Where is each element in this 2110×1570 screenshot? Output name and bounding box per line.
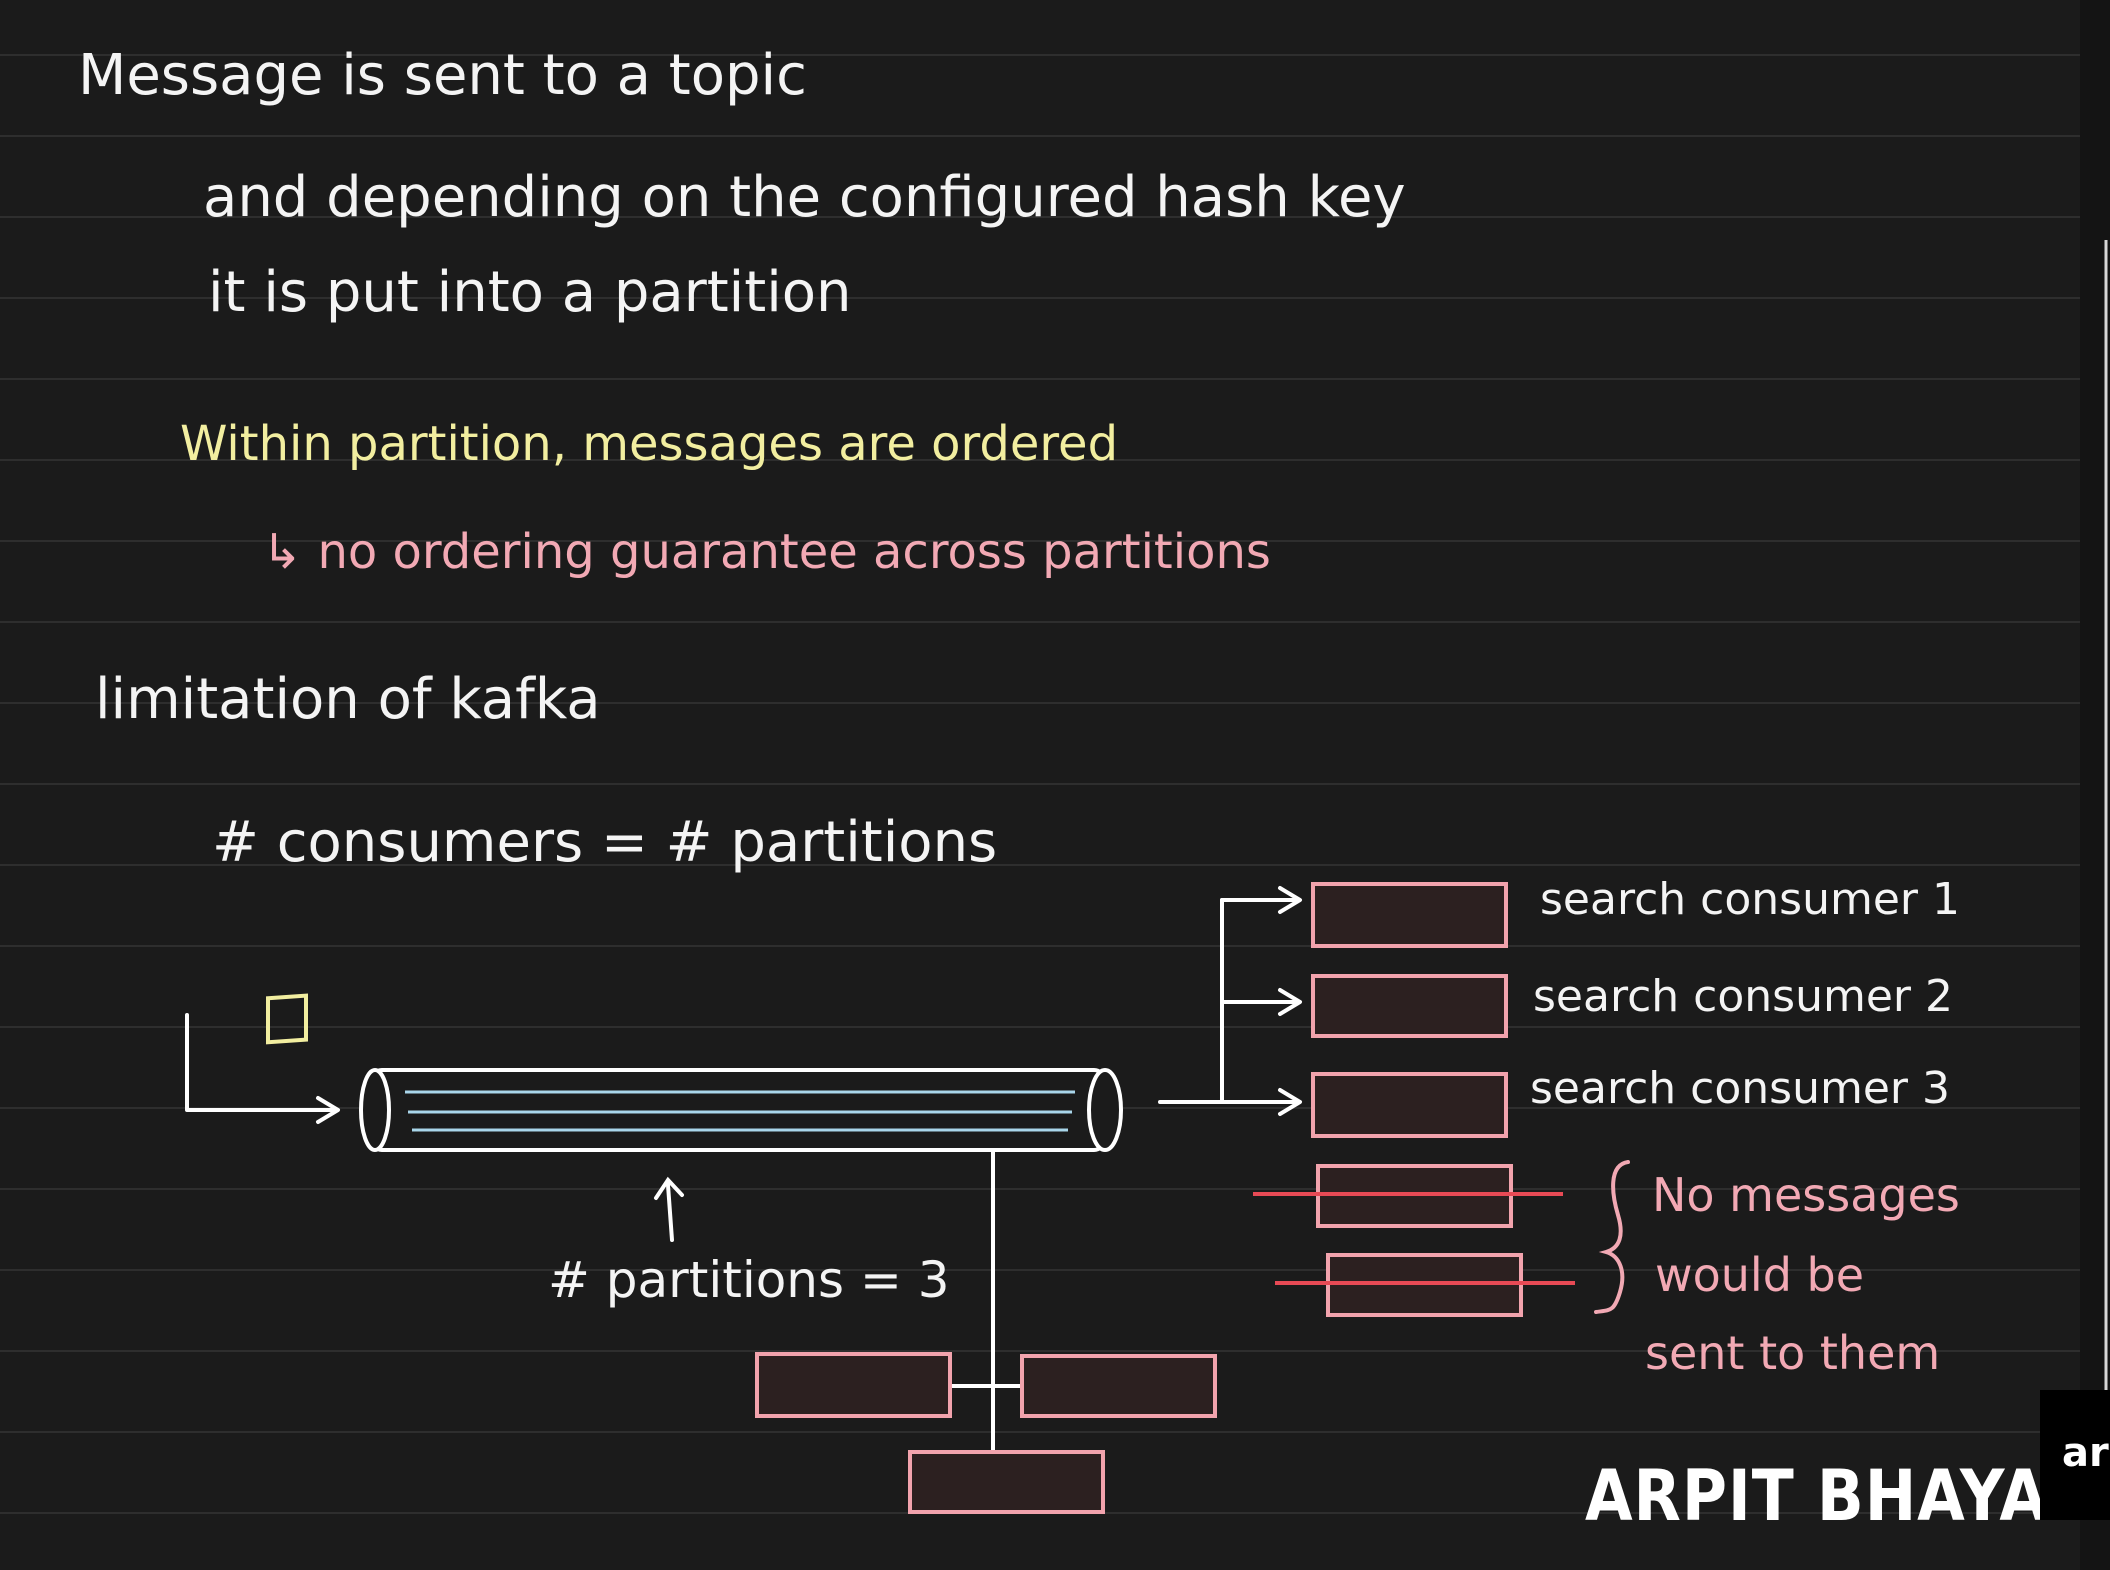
consumer-label-2: search consumer 2: [1533, 971, 1953, 1022]
consumer-label-1: search consumer 1: [1540, 874, 1960, 925]
note-line-1: Message is sent to a topic: [78, 43, 807, 108]
lower-consumer-box-right: [1020, 1354, 1217, 1418]
consumer-fanout-arrows: [1158, 886, 1302, 1116]
partition-count-arrow: [654, 1176, 684, 1242]
note-line-3: it is put into a partition: [208, 260, 852, 325]
producer-arrow: [185, 1013, 340, 1124]
ordering-note: Within partition, messages are ordered: [180, 416, 1119, 472]
partition-count-label: # partitions = 3: [548, 1251, 950, 1309]
note-line-2: and depending on the configured hash key: [203, 165, 1406, 230]
consumer-box-3: [1311, 1072, 1508, 1138]
limitation-heading: limitation of kafka: [95, 667, 601, 732]
lower-consumer-box-left: [755, 1352, 952, 1418]
idle-consumer-box-1: [1253, 1164, 1563, 1228]
lower-consumer-box-bottom: [908, 1450, 1105, 1514]
channel-badge-text: ar: [2062, 1430, 2109, 1476]
lower-consumer-branch: [952, 1150, 1022, 1450]
idle-consumer-box-2: [1275, 1253, 1575, 1317]
consumers-equals-partitions: # consumers = # partitions: [212, 810, 998, 875]
topic-pipe: [359, 1068, 1123, 1152]
idle-note-line-2: would be: [1655, 1248, 1865, 1302]
message-icon: [266, 993, 308, 1045]
idle-note-line-3: sent to them: [1645, 1326, 1941, 1380]
consumer-label-3: search consumer 3: [1530, 1063, 1950, 1114]
consumer-box-2: [1311, 974, 1508, 1038]
ordering-subnote: ↳ no ordering guarantee across partition…: [262, 524, 1271, 580]
idle-note-brace: [1594, 1160, 1630, 1314]
consumer-box-1: [1311, 882, 1508, 948]
channel-watermark: ARPIT BHAYANI: [1585, 1455, 2110, 1537]
channel-badge: ar: [2040, 1390, 2110, 1520]
idle-note-line-1: No messages: [1652, 1168, 1960, 1222]
